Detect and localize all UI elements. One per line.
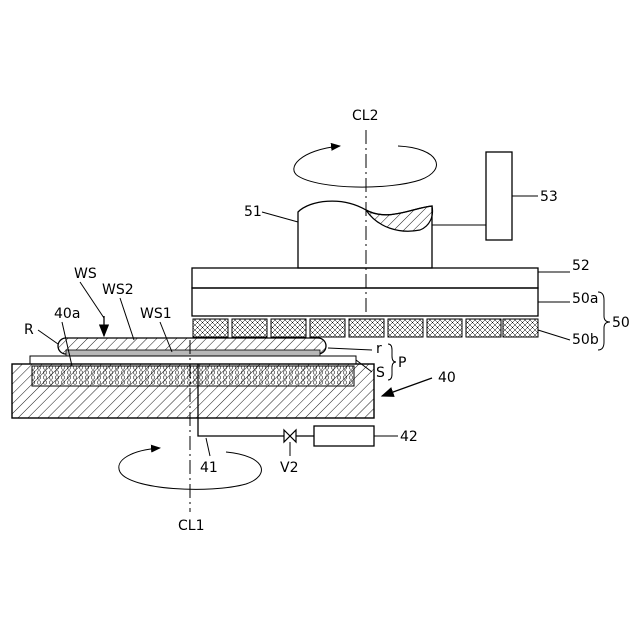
leader-r-lower (328, 348, 372, 350)
pad-50a (192, 288, 538, 316)
shaft-51-cut-section (366, 206, 433, 231)
cl2-rotation-arrow (294, 146, 437, 187)
label-p: P (398, 355, 406, 371)
label-r-lower: r (376, 341, 382, 357)
pad-segment (503, 319, 538, 337)
pad-segment (271, 319, 306, 337)
pad-segment (349, 319, 384, 337)
label-52: 52 (572, 258, 590, 274)
label-42: 42 (400, 429, 418, 445)
arrow-40 (382, 378, 432, 396)
label-51: 51 (244, 204, 262, 220)
leader-50b (538, 330, 570, 340)
leader-51 (262, 212, 298, 222)
leader-ws2 (120, 298, 134, 340)
leader-r-upper (38, 330, 58, 344)
label-40a: 40a (54, 306, 80, 322)
label-50a: 50a (572, 291, 598, 307)
label-r-upper: R (24, 322, 34, 338)
brace-50 (598, 292, 610, 350)
label-40: 40 (438, 370, 456, 386)
pad-segment (466, 319, 501, 337)
brace-p (388, 344, 396, 380)
label-ws1: WS1 (140, 306, 172, 322)
cl1-label: CL1 (178, 518, 204, 534)
label-41: 41 (200, 460, 218, 476)
label-ws2: WS2 (102, 282, 134, 298)
porous-40a (32, 366, 354, 386)
wafer-layer-ws1 (66, 350, 320, 356)
pad-segment (310, 319, 345, 337)
plate-52 (192, 268, 538, 288)
label-50b: 50b (572, 332, 599, 348)
box-42 (314, 426, 374, 446)
box-53 (486, 152, 512, 240)
label-v2: V2 (280, 460, 298, 476)
label-53: 53 (540, 189, 558, 205)
label-50: 50 (612, 315, 630, 331)
pad-segment (388, 319, 423, 337)
pad-segment (232, 319, 267, 337)
film-s (30, 356, 356, 364)
leader-ws (80, 282, 104, 318)
leader-41 (206, 438, 210, 456)
pad-segment (193, 319, 228, 337)
label-ws: WS (74, 266, 97, 282)
valve-v2 (284, 430, 296, 442)
pad-segment (427, 319, 462, 337)
cl2-label: CL2 (352, 108, 378, 124)
label-s: S (376, 365, 385, 381)
pad-50b-segments (193, 319, 538, 337)
